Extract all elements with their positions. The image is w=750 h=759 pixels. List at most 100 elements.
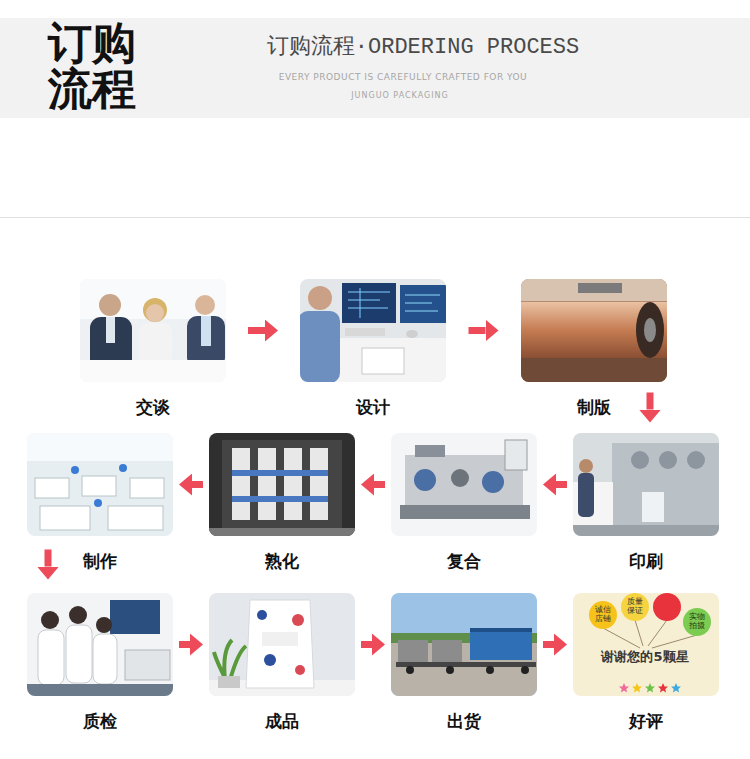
flow-arrow bbox=[361, 641, 372, 648]
design-photo bbox=[348, 288, 390, 318]
laminating-photo bbox=[391, 433, 537, 536]
inspection-photo bbox=[27, 593, 173, 696]
step-box: 复合 bbox=[391, 433, 537, 536]
shipping-photo bbox=[432, 640, 462, 662]
inspection-photo bbox=[96, 617, 112, 633]
curing-photo bbox=[232, 496, 328, 502]
laminating-photo bbox=[505, 440, 527, 470]
shipping-photo bbox=[446, 666, 454, 674]
design-photo bbox=[345, 328, 385, 336]
laminating-photo bbox=[451, 469, 469, 487]
meeting-photo bbox=[139, 323, 172, 365]
inspection-photo bbox=[27, 684, 173, 696]
badge-text: 质量保证 bbox=[626, 598, 644, 616]
plate-photo bbox=[636, 302, 664, 358]
design-photo bbox=[342, 283, 396, 323]
flow-arrow bbox=[192, 481, 203, 488]
step-box: 质检 bbox=[27, 593, 173, 696]
plate-photo bbox=[521, 279, 667, 301]
shipping-photo bbox=[470, 628, 532, 660]
curing-photo bbox=[258, 448, 276, 520]
curing-photo bbox=[209, 433, 355, 536]
rating-stars bbox=[632, 683, 642, 693]
workshop-photo bbox=[40, 506, 90, 530]
step-box: 制版 bbox=[521, 279, 667, 382]
step-box: 印刷 bbox=[573, 433, 719, 536]
meeting-photo bbox=[80, 279, 226, 382]
step-label: 好评 bbox=[573, 710, 719, 732]
inspection-photo bbox=[125, 650, 170, 680]
review-card bbox=[589, 601, 617, 629]
inspection-photo bbox=[69, 606, 87, 624]
plate-photo bbox=[521, 358, 667, 382]
flow-arrow bbox=[469, 327, 486, 334]
shipping-photo bbox=[391, 593, 537, 696]
product-photo bbox=[218, 676, 240, 688]
workshop-photo bbox=[108, 506, 163, 530]
printing-photo bbox=[612, 443, 719, 525]
curing-photo bbox=[232, 470, 328, 476]
product-photo bbox=[209, 593, 355, 696]
shipping-photo bbox=[521, 666, 529, 674]
step-label: 成品 bbox=[209, 710, 355, 732]
review-card bbox=[653, 593, 681, 621]
badge-text: 诚信店铺 bbox=[594, 606, 612, 624]
review-card bbox=[573, 593, 719, 696]
badge-text: 实物拍摄 bbox=[688, 613, 706, 631]
printing-photo bbox=[573, 525, 719, 536]
design-photo bbox=[405, 295, 440, 311]
inspection-photo bbox=[110, 600, 160, 634]
printing-photo bbox=[659, 451, 677, 469]
step-label: 设计 bbox=[300, 396, 446, 418]
product-photo bbox=[257, 610, 267, 620]
product-photo bbox=[246, 600, 314, 688]
inspection-photo bbox=[93, 634, 117, 684]
title-block: 订购流程 bbox=[48, 20, 140, 112]
shipping-photo bbox=[486, 666, 494, 674]
shipping-photo bbox=[406, 666, 414, 674]
printing-photo bbox=[573, 433, 719, 536]
connectors bbox=[48, 331, 650, 645]
shipping-photo bbox=[396, 662, 536, 667]
product-photo bbox=[214, 640, 246, 680]
plate-photo bbox=[644, 318, 656, 342]
step-box: 出货 bbox=[391, 593, 537, 696]
flow-arrow bbox=[543, 641, 554, 648]
curing-photo bbox=[209, 433, 355, 536]
review-card bbox=[683, 608, 711, 636]
review-card bbox=[603, 620, 697, 648]
plate-photo bbox=[521, 302, 667, 358]
step-label: 复合 bbox=[391, 550, 537, 572]
rating-stars bbox=[658, 683, 668, 693]
workshop-photo bbox=[35, 478, 69, 498]
printing-photo bbox=[631, 451, 649, 469]
step-box: 交谈 bbox=[80, 279, 226, 382]
design-photo bbox=[330, 338, 446, 382]
inspection-photo bbox=[41, 611, 59, 629]
step-box: 好评 bbox=[573, 593, 719, 696]
rating-stars bbox=[619, 683, 681, 693]
step-label: 印刷 bbox=[573, 550, 719, 572]
laminating-photo bbox=[414, 469, 436, 491]
tagline: EVERY PRODUCT IS CAREFULLY CRAFTED FOR Y… bbox=[279, 73, 527, 83]
design-photo bbox=[362, 348, 404, 374]
laminating-photo bbox=[391, 433, 537, 536]
subtitle: 订购流程·ORDERING PROCESS bbox=[267, 36, 579, 60]
step-label: 交谈 bbox=[80, 396, 226, 418]
meeting-photo bbox=[80, 279, 226, 382]
shipping-photo bbox=[391, 593, 537, 696]
meeting-photo bbox=[201, 316, 211, 346]
shipping-photo bbox=[398, 640, 428, 662]
meeting-photo bbox=[106, 317, 115, 343]
step-box: 熟化 bbox=[209, 433, 355, 536]
rating-stars bbox=[671, 683, 681, 693]
step-label: 制作 bbox=[27, 550, 173, 572]
meeting-photo bbox=[80, 360, 226, 382]
plate-photo bbox=[578, 283, 622, 293]
review-card bbox=[621, 593, 649, 621]
laminating-photo bbox=[482, 471, 504, 493]
divider-line bbox=[0, 217, 750, 218]
design-photo bbox=[300, 311, 340, 382]
